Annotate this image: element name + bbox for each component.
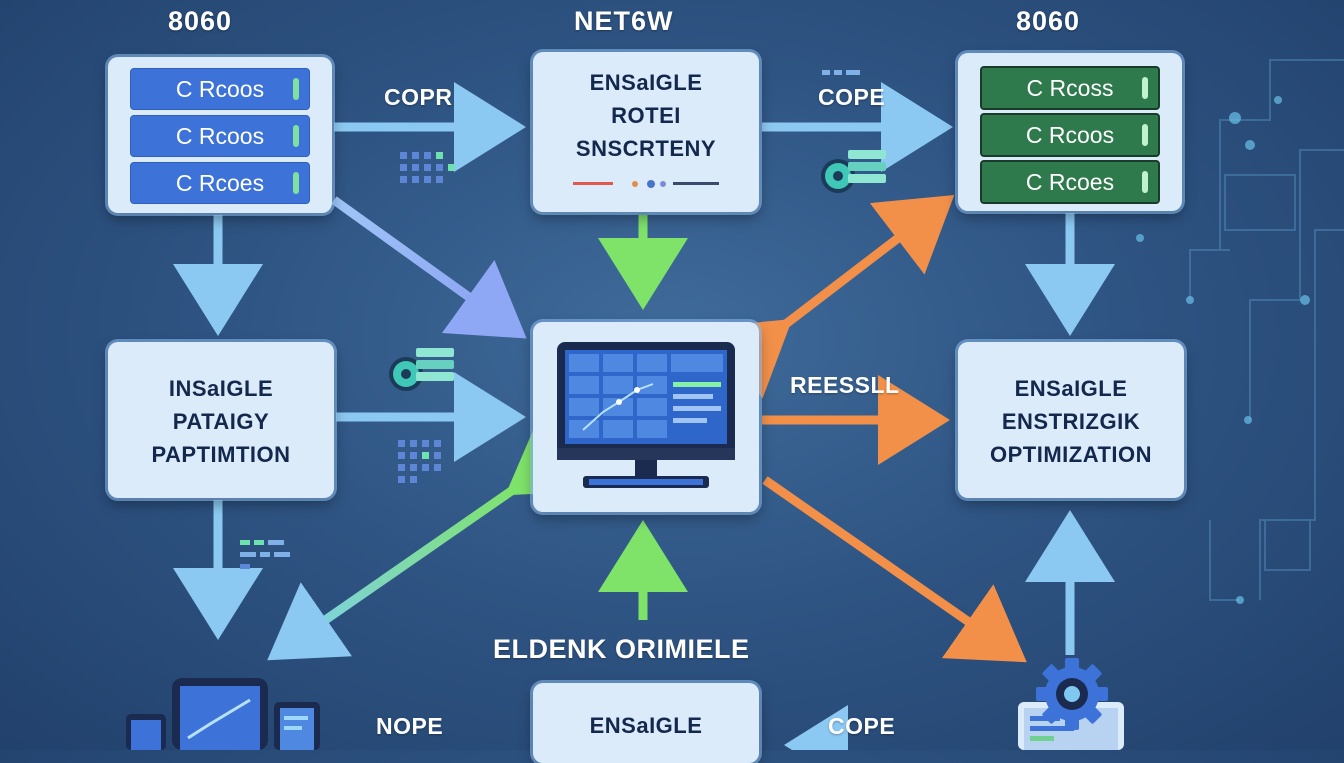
db-row: C Rcoos — [130, 68, 310, 110]
card-line: INSaIGLE — [168, 376, 274, 401]
indicator-dots-icon — [573, 180, 719, 188]
label-nope: NOPE — [376, 713, 444, 739]
card-mid-left[interactable]: INSaIGLE PATAIGY PAPTIMTION — [108, 342, 334, 498]
heading-right: 8060 — [1016, 6, 1081, 36]
database-card-right[interactable]: C Rcoss C Rcoos C Rcoes — [958, 53, 1182, 211]
db-row: C Rcoes — [980, 160, 1160, 204]
card-bottom-center[interactable]: ENSaIGLE — [533, 683, 759, 763]
db-row-label: C Rcoos — [175, 122, 265, 149]
status-pill — [293, 78, 299, 100]
pixel-grid-icon — [400, 152, 455, 183]
card-line: OPTIMIZATION — [989, 442, 1153, 467]
status-pill — [1142, 124, 1148, 146]
db-row: C Rcoss — [980, 66, 1160, 110]
label-cope-top: COPE — [818, 84, 886, 110]
card-line: ENSaIGLE — [589, 70, 703, 95]
status-pill — [293, 125, 299, 147]
monitor-dashboard-icon — [557, 342, 735, 488]
card-line: ENSaIGLE — [1014, 376, 1128, 401]
db-row-label: C Rcoos — [1025, 121, 1115, 148]
status-pill — [1142, 171, 1148, 193]
heading-center: NET6W — [574, 6, 674, 36]
db-row-label: C Rcoes — [175, 169, 265, 196]
db-row: C Rcoes — [130, 162, 310, 204]
db-row-label: C Rcoss — [1026, 74, 1114, 101]
status-pill — [1142, 77, 1148, 99]
card-mid-right[interactable]: ENSaIGLE ENSTRIZGIK OPTIMIZATION — [958, 342, 1184, 498]
card-line: ROTEI — [611, 103, 681, 128]
arrow-monitor-to-db-right — [707, 195, 955, 399]
arrow-monitor-to-gear — [762, 476, 1027, 663]
db-row-label: C Rcoes — [1025, 168, 1115, 195]
card-line: PAPTIMTION — [151, 442, 291, 467]
arrow-monitor-to-devices — [267, 417, 591, 661]
status-pill — [293, 172, 299, 194]
dashes-icon — [240, 540, 290, 569]
pixel-grid-icon — [398, 440, 441, 483]
card-line: ENSTRIZGIK — [1001, 409, 1141, 434]
label-eldenk: ELDENK ORIMIELE — [493, 634, 750, 664]
label-copr: COPR — [384, 84, 453, 110]
devices-icon — [126, 678, 320, 750]
label-reessll: REESSLL — [790, 372, 900, 398]
card-center-monitor[interactable] — [533, 322, 759, 512]
card-line: ENSaIGLE — [589, 713, 703, 738]
database-card-left[interactable]: C Rcoos C Rcoos C Rcoes — [108, 57, 332, 213]
disc-stack-icon — [821, 150, 886, 193]
card-line: PATAIGY — [172, 409, 270, 434]
label-cope-bottom: COPE — [828, 713, 896, 739]
gear-settings-icon — [1018, 658, 1124, 750]
heading-left: 8060 — [168, 6, 233, 36]
disc-stack-icon — [389, 348, 454, 391]
db-row-label: C Rcoos — [175, 75, 265, 102]
db-row: C Rcoos — [980, 113, 1160, 157]
dashes-icon — [822, 70, 860, 75]
card-top-center[interactable]: ENSaIGLE ROTEI SNSCRTENY — [533, 52, 759, 212]
db-row: C Rcoos — [130, 115, 310, 157]
card-line: SNSCRTENY — [575, 136, 717, 161]
arrow-db-to-monitor — [331, 196, 527, 339]
